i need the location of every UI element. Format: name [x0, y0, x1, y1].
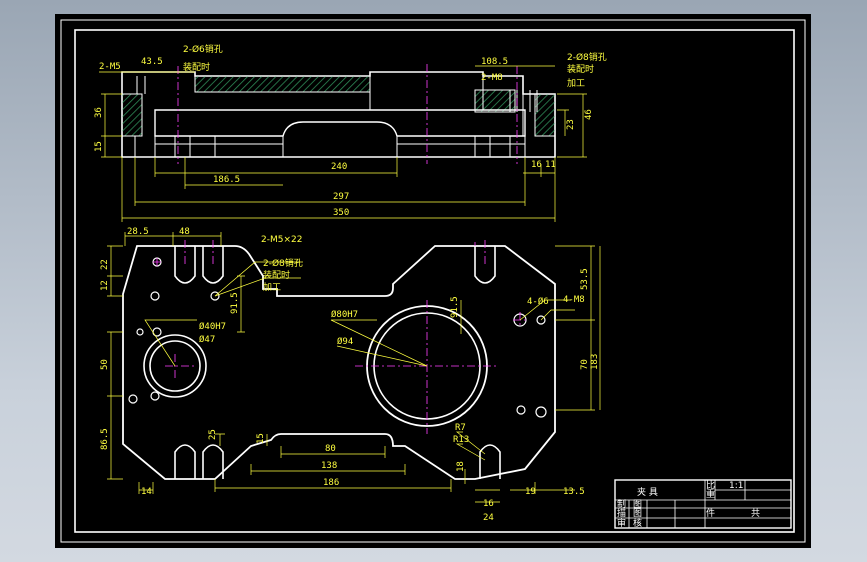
dim-13: 13.5	[563, 487, 585, 497]
dim-14: 14	[141, 487, 152, 497]
dim-70: 70	[580, 359, 590, 370]
section-centerlines	[177, 64, 518, 164]
outer-frame	[60, 19, 806, 543]
dim-91-right: 91.5	[450, 296, 460, 318]
dim-15: 15	[256, 433, 266, 444]
slot-top-left-2	[202, 246, 224, 284]
dim-h46: 46	[584, 109, 594, 120]
dim-left-tap: 2-M5	[99, 62, 121, 72]
dim-r13: R13	[453, 435, 469, 445]
tb-mat: 件	[706, 507, 715, 519]
note-pin: 2-Ø8销孔	[263, 257, 303, 269]
dim-86: 86.5	[100, 428, 110, 450]
dim-bore-small: Ø40H7	[199, 321, 226, 332]
note-right-pin: 2-Ø8销孔	[567, 51, 607, 63]
dim-taps: 4-M8	[563, 295, 585, 305]
slot-top-right	[474, 246, 496, 284]
note-right2: 加工	[567, 78, 585, 89]
note-pin-note: 装配时	[263, 269, 290, 281]
inner-frame	[74, 29, 795, 533]
dim-91-left: 91.5	[230, 292, 240, 314]
section-inner	[154, 109, 526, 137]
dim-h15: 15	[94, 141, 104, 152]
dim-bore-large2: Ø94	[337, 336, 353, 347]
dim-350: 350	[333, 208, 349, 218]
section-slot	[155, 136, 525, 157]
section-step	[369, 76, 524, 136]
mechanical-drawing: 2-M5 43.5 2-Ø6销孔 装配时 108.5 2-Ø8销孔 装配时 加工…	[60, 19, 806, 543]
slot-bottom-left-2	[202, 444, 224, 479]
tb-r3: 审	[617, 517, 626, 529]
dim-186: 186.5	[213, 175, 240, 185]
bore-small-inner	[149, 340, 201, 392]
dim-108: 108.5	[481, 57, 508, 67]
dim-183: 183	[590, 354, 600, 370]
dim-r7: R7	[455, 423, 466, 433]
dim-138: 138	[321, 461, 337, 471]
dim-16: 16	[483, 499, 494, 509]
section-outline	[121, 71, 556, 158]
dim-h36: 36	[94, 107, 104, 118]
tb-qty: 重	[706, 488, 715, 500]
slot-top-left	[174, 246, 196, 284]
dim-24: 24	[483, 513, 494, 523]
bore-small-outer	[143, 334, 207, 398]
tb-scale-value: 1:1	[729, 481, 743, 491]
drawing-sheet: 2-M5 43.5 2-Ø6销孔 装配时 108.5 2-Ø8销孔 装配时 加工…	[55, 14, 811, 548]
dim-53: 53.5	[580, 268, 590, 290]
dim-80: 80	[325, 444, 336, 454]
dim-16: 16	[531, 160, 542, 170]
dim-240: 240	[331, 162, 347, 172]
title-block: 夹 具 比 1:1 制 图 描 图 审 核 重 件 共	[614, 479, 792, 529]
dim-186: 186	[323, 478, 339, 488]
plan-outline	[122, 245, 556, 480]
dim-bore-large: Ø80H7	[331, 309, 358, 320]
slot-bottom-right	[479, 444, 501, 479]
note-right: 装配时	[567, 63, 594, 75]
dim-48: 48	[179, 227, 190, 237]
dim-25: 25	[208, 429, 218, 440]
hatch-left	[194, 75, 371, 93]
dim-297: 297	[333, 192, 349, 202]
dim-12: 12	[100, 280, 110, 291]
tb-r1: 制	[617, 498, 626, 510]
note-pin-note2: 加工	[263, 282, 281, 293]
tb-scale-label: 比	[706, 479, 715, 491]
note-pin: 装配时	[183, 61, 210, 73]
title-name: 夹 具	[637, 486, 658, 498]
note-tap: 2-M5×22	[261, 235, 302, 245]
dim-11: 11	[545, 160, 556, 170]
dim-right-tap: 2-M8	[481, 73, 503, 83]
dim-19: 19	[525, 487, 536, 497]
note-pin-hole: 2-Ø6销孔	[183, 43, 223, 55]
tb-r3b: 核	[633, 517, 642, 529]
dim-18: 18	[456, 461, 466, 472]
dim-28: 28.5	[127, 227, 149, 237]
dim-43: 43.5	[141, 57, 163, 67]
dim-h23: 23	[566, 119, 576, 130]
tb-sheet: 共	[751, 508, 760, 519]
hatch-right	[474, 89, 516, 113]
section-view: 2-M5 43.5 2-Ø6销孔 装配时 108.5 2-Ø8销孔 装配时 加工…	[94, 43, 607, 222]
section-lower	[134, 136, 526, 157]
tb-r2: 描	[617, 507, 626, 519]
dim-50: 50	[100, 359, 110, 370]
hatch-right-wall	[534, 93, 556, 137]
dim-bore-small2: Ø47	[199, 334, 215, 345]
tb-r2b: 图	[633, 508, 642, 519]
tb-r1b: 图	[633, 499, 642, 510]
slot-bottom-left	[174, 444, 196, 479]
hatch-left-wall	[121, 93, 143, 137]
dim-holes: 4-Ø6	[527, 296, 549, 307]
plan-view: 28.5 48 2-M5×22 2-Ø8销孔 装配时 加工 22 12 91.5…	[100, 227, 601, 523]
dim-22: 22	[100, 259, 110, 270]
